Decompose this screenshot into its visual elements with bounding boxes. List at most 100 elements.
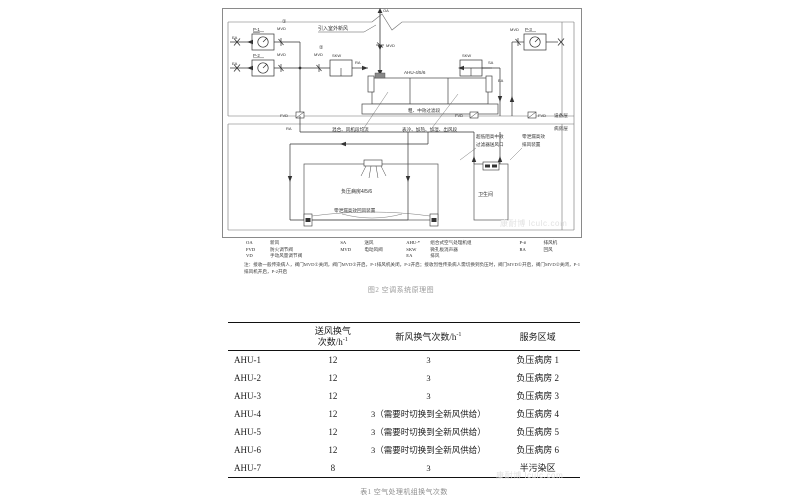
cell-supply: 12 [328, 444, 338, 455]
cell-fresh: 3 [426, 390, 431, 401]
svg-text:RA: RA [286, 126, 292, 131]
table-row: AHU-7 8 3 半污染区 [228, 459, 580, 477]
legend-row: VD 手动风量调节阀 EA 排风 [246, 253, 576, 260]
svg-text:SA: SA [488, 60, 494, 65]
cell-unit: AHU-4 [234, 408, 261, 419]
legend-name: 新风 [270, 240, 280, 245]
svg-text:引入室外新风: 引入室外新风 [318, 25, 348, 32]
header-unit [228, 322, 305, 351]
cell-unit: AHU-7 [234, 462, 261, 473]
cell-zone: 负压病房 6 [516, 445, 560, 455]
svg-text:MVD: MVD [386, 43, 395, 48]
svg-text:FVD: FVD [455, 113, 463, 118]
table-row: AHU-5 12 3（需要时切换到全新风供给） 负压病房 5 [228, 423, 580, 441]
svg-text:P-1: P-1 [253, 27, 260, 32]
legend-code [340, 253, 364, 260]
cell-supply: 12 [328, 354, 338, 365]
legend-name: 防火调节阀 [270, 246, 293, 252]
table-row: AHU-1 12 3 负压病房 1 [228, 350, 580, 369]
table-row: AHU-3 12 3 负压病房 3 [228, 387, 580, 405]
svg-text:FVD: FVD [280, 113, 288, 118]
svg-text:粗、中效过滤段: 粗、中效过滤段 [408, 107, 441, 114]
header-zone: 服务区域 [495, 322, 580, 351]
cell-zone: 负压病房 1 [516, 355, 560, 365]
svg-text:排风装置: 排风装置 [522, 141, 541, 148]
svg-text:②: ② [319, 45, 324, 51]
legend-name: 微孔板消声器 [430, 246, 458, 252]
legend-code: MVD [340, 246, 352, 252]
cell-supply: 12 [328, 390, 338, 401]
cell-fresh: 3（需要时切换到全新风供给） [371, 444, 486, 455]
legend-code: SA [340, 240, 347, 245]
svg-text:零泄漏高效: 零泄漏高效 [522, 133, 545, 140]
cell-zone: 半污染区 [519, 463, 556, 473]
cell-zone: 负压病房 3 [516, 391, 560, 401]
svg-text:①: ① [282, 19, 287, 25]
svg-text:设备层: 设备层 [554, 112, 568, 119]
cell-fresh: 3 [426, 372, 431, 383]
svg-text:表冷、加热、加湿、出风段: 表冷、加热、加湿、出风段 [402, 126, 458, 133]
cell-unit: AHU-3 [234, 390, 261, 401]
legend-code: VD [246, 253, 253, 259]
table-row: AHU-2 12 3 负压病房 2 [228, 369, 580, 387]
figure-legend: OA 新风 SA 送风 AHU-* 组合式空气处理机组 P-# 排风机 FVD … [246, 240, 576, 260]
cell-supply: 12 [328, 408, 338, 419]
svg-text:P-2: P-2 [253, 53, 260, 58]
legend-name: 回风 [543, 246, 553, 252]
cell-unit: AHU-1 [234, 354, 261, 365]
legend-name [364, 253, 406, 260]
svg-text:病房层: 病房层 [554, 125, 568, 132]
table-row: AHU-4 12 3（需要时切换到全新风供给） 负压病房 4 [228, 405, 580, 423]
legend-name: 组合式空气处理机组 [430, 240, 472, 245]
figure-border [222, 8, 582, 238]
cell-fresh: 3 [426, 462, 431, 473]
table-row: AHU-6 12 3（需要时切换到全新风供给） 负压病房 6 [228, 441, 580, 459]
table-caption: 表1 空气处理机组换气次数 [360, 487, 448, 496]
svg-text:混合、风机段均流: 混合、风机段均流 [332, 126, 369, 133]
svg-text:MVD: MVD [510, 27, 519, 32]
svg-text:SKW: SKW [462, 53, 471, 58]
svg-text:FVD: FVD [538, 113, 546, 118]
legend-name: 手动风量调节阀 [270, 253, 303, 259]
svg-text:P-3: P-3 [525, 27, 532, 32]
legend-code [519, 253, 543, 260]
legend-name: 送风 [364, 240, 374, 245]
cell-fresh: 3 [426, 354, 431, 365]
cell-zone: 负压病房 5 [516, 427, 560, 437]
svg-text:零泄漏高效回风装置: 零泄漏高效回风装置 [334, 207, 376, 214]
svg-text:超低阻高中效: 超低阻高中效 [476, 133, 504, 140]
legend-code: FVD [246, 246, 256, 252]
svg-text:MVD: MVD [314, 52, 323, 57]
legend-code: AHU-* [406, 240, 421, 245]
svg-text:EA: EA [498, 78, 504, 83]
header-fresh: 新风换气次数/h-1 [361, 322, 496, 351]
svg-text:AHU-4/5/6: AHU-4/5/6 [404, 70, 426, 75]
legend-name [543, 253, 576, 260]
cell-unit: AHU-2 [234, 372, 261, 383]
svg-text:RA: RA [355, 60, 361, 65]
table-air-change-rates: 送风换气 次数/h-1 新风换气次数/h-1 服务区域 AHU-1 12 3 负… [228, 322, 580, 497]
table-body: AHU-1 12 3 负压病房 1 AHU-2 12 3 负压病房 2 AHU-… [228, 350, 580, 477]
legend-row: OA 新风 SA 送风 AHU-* 组合式空气处理机组 P-# 排风机 [246, 240, 576, 247]
legend-code: P-# [519, 240, 526, 245]
table-bottom-rule [228, 476, 580, 478]
figure-hvac-schematic: OA 引入室外新风 MVD EA P-1 [222, 4, 582, 294]
legend-name: 排风机 [543, 240, 558, 245]
cell-unit: AHU-5 [234, 426, 261, 437]
hvac-schematic-drawing: OA 引入室外新风 MVD EA P-1 [227, 8, 575, 231]
cell-zone: 负压病房 2 [516, 373, 560, 383]
cell-fresh: 3（需要时切换到全新风供给） [371, 426, 486, 437]
table-header-row: 送风换气 次数/h-1 新风换气次数/h-1 服务区域 [228, 322, 580, 351]
legend-name: 电动风阀 [364, 246, 383, 252]
svg-text:SKW: SKW [332, 53, 341, 58]
svg-text:过滤器送风口: 过滤器送风口 [476, 141, 504, 148]
figure-caption: 图2 空调系统原理图 [367, 286, 435, 294]
svg-text:MVD: MVD [277, 52, 286, 57]
svg-text:卫生间: 卫生间 [478, 191, 493, 198]
legend-name: 排风 [430, 253, 440, 259]
cell-supply: 12 [328, 372, 338, 383]
svg-text:负压病房4/5/6: 负压病房4/5/6 [341, 188, 372, 195]
cell-unit: AHU-6 [234, 444, 261, 455]
legend-row: FVD 防火调节阀 MVD 电动风阀 SKW 微孔板消声器 RA 回风 [246, 247, 576, 254]
